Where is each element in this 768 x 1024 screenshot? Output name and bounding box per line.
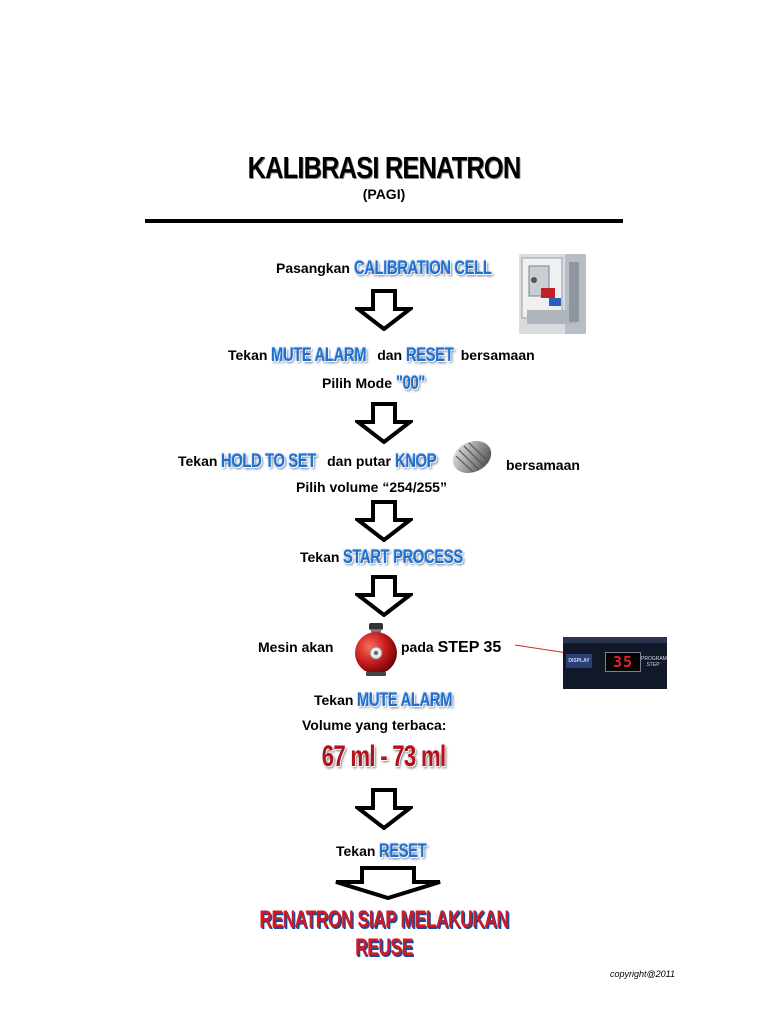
start-process-keyword: START PROCESS: [343, 547, 464, 568]
program-step-label: PROGRAM STEP: [641, 656, 667, 668]
step3-line: Tekan HOLD TO SET dan putar KNOP: [178, 451, 448, 473]
step2-line: Tekan MUTE ALARM dan RESET bersamaan: [228, 345, 535, 367]
step1-line: Pasangkan CALIBRATION CELL: [276, 258, 530, 280]
volume-select-line: Pilih volume “254/255”: [296, 479, 447, 495]
step2-mode-line: Pilih Mode "00": [322, 373, 433, 395]
final-message-wrap: RENATRON SIAP MELAKUKAN REUSE: [184, 906, 584, 962]
down-arrow-icon: [352, 289, 416, 336]
copyright: copyright@2011: [609, 969, 675, 979]
knop-keyword: KNOP: [394, 451, 437, 472]
volume-range: 67 ml - 73 ml: [322, 740, 446, 773]
step6-text: Tekan: [314, 692, 354, 708]
panel-top-strip: [563, 637, 667, 643]
wide-down-arrow-icon: [332, 866, 444, 905]
final-message: RENATRON SIAP MELAKUKAN REUSE: [259, 906, 509, 961]
step1-text: Pasangkan: [276, 260, 350, 276]
step7-text: Tekan: [336, 843, 376, 859]
mute-alarm-keyword-2: MUTE ALARM: [357, 690, 453, 711]
step4-line: Tekan START PROCESS: [300, 547, 497, 569]
down-arrow-icon: [352, 500, 416, 547]
header-divider: [145, 219, 623, 223]
calibration-cell-keyword: CALIBRATION CELL: [353, 258, 492, 279]
step3-text-c: bersamaan: [506, 457, 580, 473]
reset-keyword: RESET: [406, 345, 454, 366]
hold-to-set-keyword: HOLD TO SET: [221, 451, 317, 472]
volume-range-wrap: 67 ml - 73 ml: [284, 740, 484, 774]
step5-text-b: pada: [401, 639, 434, 655]
step3-text-a: Tekan: [178, 453, 218, 469]
knob-icon: [449, 436, 495, 481]
step3-text-b: dan putar: [327, 453, 391, 469]
step2-text-c: bersamaan: [460, 347, 535, 363]
step-35-label: STEP 35: [437, 639, 502, 656]
alarm-bell-icon: [352, 621, 400, 682]
page-subtitle: (PAGI): [362, 186, 406, 202]
step4-text: Tekan: [300, 549, 340, 565]
display-button: DISPLAY: [566, 654, 592, 668]
step6-line: Tekan MUTE ALARM: [314, 690, 479, 712]
calibration-cell-photo: [519, 254, 586, 334]
volume-read-label: Volume yang terbaca:: [302, 717, 447, 733]
step-display-panel: DISPLAY 35 PROGRAM STEP: [563, 637, 667, 689]
down-arrow-icon: [352, 788, 416, 835]
reset-keyword-2: RESET: [379, 841, 427, 862]
step5-text-a: Mesin akan: [258, 639, 334, 655]
mode-label: Pilih Mode: [322, 375, 392, 391]
step5-line: pada STEP 35: [401, 639, 501, 657]
mute-alarm-keyword: MUTE ALARM: [271, 345, 367, 366]
mode-value: "00": [395, 373, 425, 394]
step7-line: Tekan RESET: [336, 841, 440, 863]
down-arrow-icon: [352, 402, 416, 449]
step2-text-b: dan: [377, 347, 403, 363]
down-arrow-icon: [352, 575, 416, 622]
page-title: KALIBRASI RENATRON: [247, 150, 522, 185]
step-digits: 35: [605, 652, 641, 672]
step2-text-a: Tekan: [228, 347, 268, 363]
